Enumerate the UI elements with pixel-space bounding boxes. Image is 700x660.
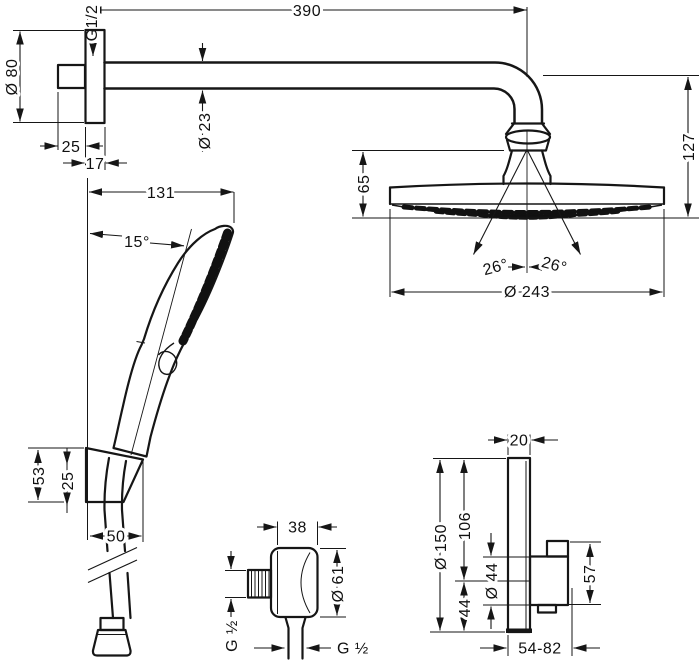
dim-57-label: 57: [582, 565, 599, 584]
hand-shower-spray-face: [178, 228, 232, 346]
hand-shower-holder: [84, 446, 145, 504]
dim-installation-depth: 54-82: [480, 588, 600, 660]
dim-handle-diameter: Ø 44: [481, 533, 538, 629]
hose-end-cone: [91, 628, 132, 657]
dim-61-label: Ø 61: [330, 566, 347, 603]
hand-shower-detail-loop: [157, 342, 178, 376]
wall-outlet-bottom-tube: [284, 616, 307, 660]
dim-390-label: 390: [293, 3, 321, 20]
dim-outlet-width: 38: [257, 517, 337, 545]
dim-flange-depth: 17: [63, 127, 127, 176]
dim-65-label: 65: [356, 175, 373, 194]
dim-holder-offset: 25: [57, 448, 80, 513]
dim-handle-center-bottom: 44: [454, 582, 477, 631]
dim-reach: 131: [89, 182, 234, 205]
dim-handle-center-top: 106: [454, 460, 530, 582]
hose-nut: [99, 616, 125, 632]
wall-connection-stub: [56, 63, 87, 90]
thermostat-handle: [528, 539, 570, 614]
dim-plate-diameter: Ø 150: [430, 458, 506, 633]
shower-hose: [87, 456, 138, 657]
shower-arm: [103, 61, 546, 125]
dim-handle-height: 57: [563, 541, 602, 605]
wall-outlet-shade-arc: [300, 552, 311, 614]
dim-26-right-label: 26°: [540, 254, 569, 277]
dim-23-label: Ø 23: [197, 113, 214, 150]
thermostat-plate-bottom-edge: [506, 628, 532, 633]
dim-arm-length: 390: [88, 0, 527, 23]
dim-outlet-diameter: Ø 61: [320, 548, 350, 618]
dim-127-label: 127: [681, 133, 698, 161]
dim-131-label: 131: [147, 185, 175, 202]
dim-holder-height: 53: [28, 447, 84, 503]
shower-head-connector: [502, 149, 552, 186]
dim-outlet-thread-bottom: G ½: [254, 638, 371, 660]
dim-angle: 15°: [89, 230, 185, 254]
dim-50-label: 50: [107, 529, 126, 546]
hand-shower-body: [112, 224, 235, 458]
dim-243-label: Ø 243: [504, 284, 550, 301]
dim-g12-top-label: G1/2: [84, 5, 101, 42]
dim-150-label: Ø 150: [433, 524, 450, 570]
ball-joint: [504, 122, 552, 152]
dim-26-left-label: 26°: [481, 256, 510, 279]
dim-15-label: 15°: [124, 234, 150, 251]
overhead-shower-drawing: 390 G1/2 Ø 80 25 1: [1, 0, 700, 304]
dim-head-height: 127: [352, 75, 700, 219]
dim-stub-offset: 25: [40, 92, 103, 170]
dim-g12-side-label: G ½: [224, 620, 241, 652]
thermostat-plate: [506, 456, 532, 634]
dim-arm-diameter: Ø 23: [194, 43, 217, 152]
dim-flange-diameter: Ø 80: [1, 30, 84, 123]
dim-depth: 20: [488, 430, 558, 455]
hand-shower-axis-line: [130, 228, 192, 456]
dim-wall-thread: G1/2: [81, 2, 104, 56]
dim-25b-label: 25: [60, 472, 77, 491]
dim-80-label: Ø 80: [4, 59, 21, 96]
dim-25-label: 25: [62, 139, 81, 156]
dim-head-diameter: Ø 243: [389, 209, 665, 304]
dim-44-label: 44: [457, 599, 474, 618]
dim-outlet-thread-side: G ½: [221, 551, 246, 655]
dim-44b-label: Ø 44: [484, 563, 501, 600]
dim-g12-bottom-label: G ½: [337, 641, 369, 658]
dim-hose-offset: 50: [90, 461, 144, 549]
thermostat-drawing: 20 Ø 150 106 44 Ø 44: [430, 430, 602, 660]
wall-outlet-thread-stub: [246, 568, 273, 599]
wall-outlet-drawing: 38 Ø 61 G ½ G ½: [221, 517, 371, 660]
dim-106-label: 106: [457, 512, 474, 540]
dim-17-label: 17: [86, 156, 105, 173]
hose-break-marks: [87, 547, 138, 583]
dim-53-label: 53: [31, 467, 48, 486]
dim-5482-label: 54-82: [518, 641, 561, 658]
hand-shower-drawing: 131 15° 53 25: [28, 178, 235, 657]
wall-flange: [84, 28, 106, 125]
dim-38-label: 38: [288, 520, 307, 537]
dim-cone-height: 65: [352, 150, 504, 217]
dim-20-label: 20: [510, 433, 529, 450]
